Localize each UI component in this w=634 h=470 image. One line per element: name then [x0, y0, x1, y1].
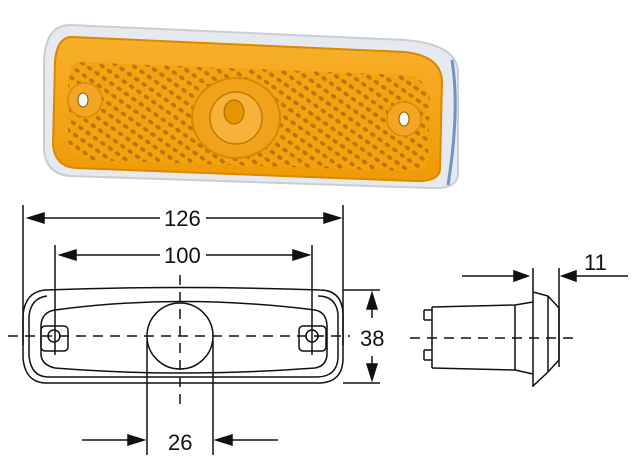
- mount-hole-left: [77, 92, 89, 108]
- dim-hole-spacing: 100: [164, 243, 201, 268]
- mount-hole-right: [398, 111, 410, 127]
- side-view: [410, 268, 628, 387]
- product-photo: [43, 23, 459, 190]
- lamp-outline-outer: [22, 286, 344, 384]
- dim-height: 38: [360, 326, 384, 351]
- dim-lamp-diameter: 26: [168, 430, 192, 455]
- dim-overall-width: 126: [164, 206, 201, 231]
- dim-flange-depth: 11: [584, 250, 607, 275]
